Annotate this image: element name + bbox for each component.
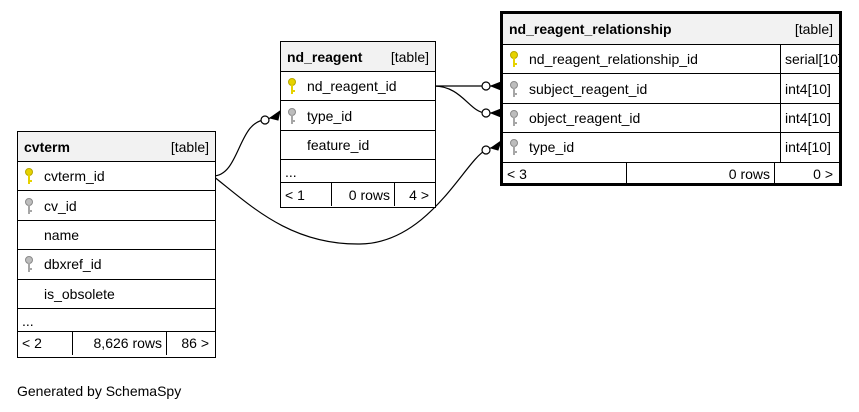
column-row[interactable]: is_obsolete [18, 280, 215, 309]
table-nd-reagent-relationship[interactable]: nd_reagent_relationship [table] nd_reage… [500, 11, 842, 186]
table-footer: < 2 8,626 rows 86 > [18, 331, 215, 355]
column-name: name [44, 226, 80, 243]
column-name: nd_reagent_id [307, 78, 397, 95]
children-link[interactable]: 4 > [409, 186, 429, 203]
primary-key-icon [25, 168, 33, 185]
column-name: feature_id [307, 136, 370, 153]
column-row[interactable]: cv_id [18, 191, 215, 221]
edge-end-circle [481, 108, 491, 118]
table-kind: [table] [794, 21, 833, 37]
table-cvterm[interactable]: cvterm [table] cvterm_id cv_id name dbxr… [17, 131, 216, 358]
column-row[interactable]: type_id int4[10] [503, 133, 839, 163]
column-row[interactable]: name [18, 221, 215, 251]
column-name: object_reagent_id [529, 109, 641, 126]
table-header: cvterm [table] [18, 132, 215, 162]
row-count: 8,626 rows [73, 331, 167, 355]
edge-reagent-to-object [433, 85, 500, 114]
foreign-key-icon [510, 139, 518, 156]
more-columns: ... [281, 160, 435, 184]
table-footer: < 3 0 rows 0 > [503, 162, 839, 186]
parents-link[interactable]: < 3 [503, 162, 627, 186]
primary-key-icon [288, 78, 296, 95]
column-name: cv_id [44, 197, 77, 214]
table-name: nd_reagent [287, 48, 363, 65]
column-type: int4[10] [780, 74, 839, 103]
table-name: cvterm [24, 138, 70, 155]
column-name: type_id [307, 107, 353, 124]
column-row[interactable]: nd_reagent_relationship_id serial[10] [503, 45, 842, 75]
table-header: nd_reagent [table] [281, 42, 435, 72]
children-link[interactable]: 86 > [181, 335, 209, 352]
edge-end-circle [481, 145, 491, 155]
edge-end-circle [260, 115, 270, 125]
more-columns: ... [18, 309, 215, 332]
primary-key-icon [510, 51, 518, 68]
edge-cvterm-to-relationship-type [212, 143, 501, 245]
column-row[interactable]: type_id [281, 101, 435, 131]
column-name: cvterm_id [44, 168, 105, 185]
table-kind: [table] [390, 48, 429, 65]
column-name: is_obsolete [44, 285, 115, 302]
foreign-key-icon [25, 256, 33, 273]
foreign-key-icon [510, 109, 518, 126]
column-type: serial[10] [780, 45, 842, 74]
generated-by-credit: Generated by SchemaSpy [17, 383, 182, 399]
parents-link[interactable]: < 1 [281, 183, 332, 207]
children-link[interactable]: 0 > [813, 166, 833, 183]
table-kind: [table] [170, 138, 209, 155]
edge-arrowhead [268, 109, 281, 121]
column-name: subject_reagent_id [529, 80, 648, 97]
column-type: int4[10] [780, 103, 839, 133]
foreign-key-icon [25, 197, 33, 214]
column-type: int4[10] [780, 133, 839, 162]
column-row[interactable]: object_reagent_id int4[10] [503, 103, 839, 134]
row-count: 0 rows [332, 183, 395, 207]
table-nd-reagent[interactable]: nd_reagent [table] nd_reagent_id type_id… [280, 41, 436, 208]
column-name: nd_reagent_relationship_id [529, 51, 698, 68]
row-count: 0 rows [627, 162, 775, 186]
table-name: nd_reagent_relationship [509, 21, 672, 37]
column-row[interactable]: subject_reagent_id int4[10] [503, 74, 839, 104]
table-header: nd_reagent_relationship [table] [503, 14, 839, 45]
parents-link[interactable]: < 2 [18, 331, 73, 355]
column-row[interactable]: cvterm_id [18, 162, 215, 192]
column-row[interactable]: nd_reagent_id [281, 72, 435, 102]
table-footer: < 1 0 rows 4 > [281, 183, 435, 207]
foreign-key-icon [510, 80, 518, 97]
column-name: dbxref_id [44, 256, 102, 273]
column-row[interactable]: feature_id [281, 131, 435, 161]
edge-end-circle [481, 81, 491, 91]
edge-cvterm-to-nd-reagent-type [212, 113, 279, 177]
edge-arrowhead [489, 139, 502, 151]
column-row[interactable]: dbxref_id [18, 250, 215, 280]
foreign-key-icon [288, 107, 296, 124]
column-name: type_id [529, 139, 575, 156]
